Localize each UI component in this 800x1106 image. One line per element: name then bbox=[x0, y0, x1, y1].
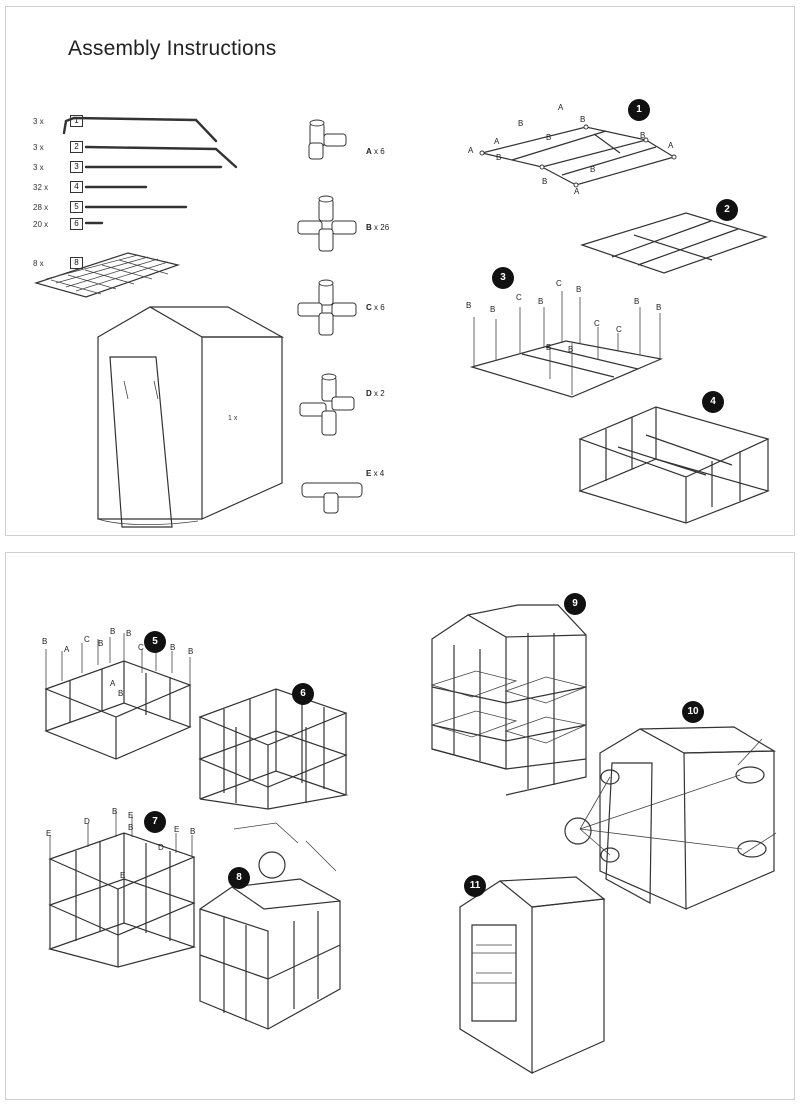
part-6-number: 6 bbox=[70, 218, 83, 230]
s7-label: B bbox=[128, 823, 134, 832]
connector-d-drawing bbox=[299, 373, 355, 436]
step-4-badge: 4 bbox=[702, 391, 724, 413]
s1-label: A bbox=[468, 146, 474, 155]
step-9-badge: 9 bbox=[564, 593, 586, 615]
s3-label: B bbox=[656, 303, 662, 312]
s5-label: A bbox=[64, 645, 70, 654]
step-10-badge: 10 bbox=[682, 701, 704, 723]
s7-label: E bbox=[120, 871, 126, 880]
s3-label: C bbox=[556, 279, 562, 288]
part-3-number: 3 bbox=[70, 161, 83, 173]
part-4-number: 4 bbox=[70, 181, 83, 193]
s3-label: C bbox=[594, 319, 600, 328]
s7-label: D bbox=[158, 843, 164, 852]
step-8-drawing bbox=[199, 822, 341, 1030]
s7-label: E bbox=[174, 825, 180, 834]
step-2-badge: 2 bbox=[716, 199, 738, 221]
connector-c-drawing bbox=[297, 279, 357, 336]
part-2-number: 2 bbox=[70, 141, 83, 153]
s3-label: B bbox=[538, 297, 544, 306]
s1-label: A bbox=[574, 187, 580, 196]
s5-label: B bbox=[110, 627, 116, 636]
part-8-qty: 8 x bbox=[33, 259, 44, 268]
step-1-badge: 1 bbox=[628, 99, 650, 121]
connector-a-label: A x 6 bbox=[366, 147, 385, 156]
step-5-badge: 5 bbox=[144, 631, 166, 653]
part-5-qty: 28 x bbox=[33, 203, 49, 212]
s5-label: B bbox=[126, 629, 132, 638]
part-6-qty: 20 x bbox=[33, 220, 49, 229]
step-9-drawing bbox=[430, 604, 588, 796]
part-5-number: 5 bbox=[70, 201, 83, 213]
connector-c-label: C x 6 bbox=[366, 303, 385, 312]
s5-label: B bbox=[118, 689, 124, 698]
connector-b-label: B x 26 bbox=[366, 223, 390, 232]
shelf-grid-drawing bbox=[33, 252, 181, 298]
s1-label: B bbox=[640, 131, 646, 140]
s7-label: E bbox=[128, 811, 134, 820]
s3-label: B bbox=[490, 305, 496, 314]
tube-2-drawing bbox=[84, 145, 238, 169]
s3-label: B bbox=[546, 343, 552, 352]
part-1-qty: 3 x bbox=[33, 117, 44, 126]
s3-label: B bbox=[634, 297, 640, 306]
s5-label: C bbox=[138, 643, 144, 652]
connector-d-label: D x 2 bbox=[366, 389, 385, 398]
part-8-number: 8 bbox=[70, 257, 83, 269]
connector-e-label: E x 4 bbox=[366, 469, 385, 478]
parts-drawings bbox=[33, 116, 770, 528]
step-3-badge: 3 bbox=[492, 267, 514, 289]
part-3-qty: 3 x bbox=[33, 163, 44, 172]
tube-1-drawing bbox=[62, 116, 218, 143]
s1-label: B bbox=[542, 177, 548, 186]
connector-a-drawing bbox=[308, 119, 347, 160]
s3-label: C bbox=[516, 293, 522, 302]
step-3-drawing bbox=[469, 291, 664, 398]
step-10-drawing bbox=[564, 726, 777, 910]
s1-label: A bbox=[558, 103, 564, 112]
s1-label: A bbox=[668, 141, 674, 150]
page-title: Assembly Instructions bbox=[68, 37, 277, 60]
part-2-qty: 3 x bbox=[33, 143, 44, 152]
s7-label: E bbox=[46, 829, 52, 838]
step-7-drawing bbox=[47, 811, 197, 968]
step-1-drawing bbox=[479, 124, 677, 188]
step-5-drawing bbox=[44, 633, 192, 760]
assembly-steps-panel: B A C B B B C B B B A B E D B E B D E B … bbox=[5, 552, 795, 1100]
s1-label: A bbox=[494, 137, 500, 146]
part-4-qty: 32 x bbox=[33, 183, 49, 192]
s1-label: B bbox=[496, 153, 502, 162]
step-8-badge: 8 bbox=[228, 867, 250, 889]
step-2-drawing bbox=[580, 212, 768, 274]
s3-label: C bbox=[616, 325, 622, 334]
s7-label: D bbox=[84, 817, 90, 826]
s7-label: B bbox=[190, 827, 196, 836]
s3-label: B bbox=[576, 285, 582, 294]
s5-label: B bbox=[170, 643, 176, 652]
step-6-drawing bbox=[198, 688, 349, 810]
s3-label: B bbox=[568, 345, 574, 354]
s1-label: B bbox=[590, 165, 596, 174]
s5-label: B bbox=[188, 647, 194, 656]
step-11-drawing bbox=[459, 876, 606, 1075]
assembly-drawings bbox=[44, 604, 777, 1075]
connector-b-drawing bbox=[297, 195, 357, 252]
s1-label: B bbox=[580, 115, 586, 124]
cover-qty: 1 x bbox=[228, 415, 238, 422]
step-11-badge: 11 bbox=[464, 875, 486, 897]
parts-panel: Assembly Instructions 3 x 1 3 x 2 3 x 3 … bbox=[5, 6, 795, 536]
s3-label: B bbox=[466, 301, 472, 310]
s5-label: C bbox=[84, 635, 90, 644]
s1-label: B bbox=[546, 133, 552, 142]
step-6-badge: 6 bbox=[292, 683, 314, 705]
step-4-drawing bbox=[578, 406, 770, 524]
s5-label: B bbox=[98, 639, 104, 648]
s5-label: B bbox=[42, 637, 48, 646]
s5-label: A bbox=[110, 679, 116, 688]
greenhouse-cover-drawing bbox=[97, 306, 285, 528]
s7-label: B bbox=[112, 807, 118, 816]
connector-e-drawing bbox=[301, 482, 363, 514]
step-7-badge: 7 bbox=[144, 811, 166, 833]
s1-label: B bbox=[518, 119, 524, 128]
